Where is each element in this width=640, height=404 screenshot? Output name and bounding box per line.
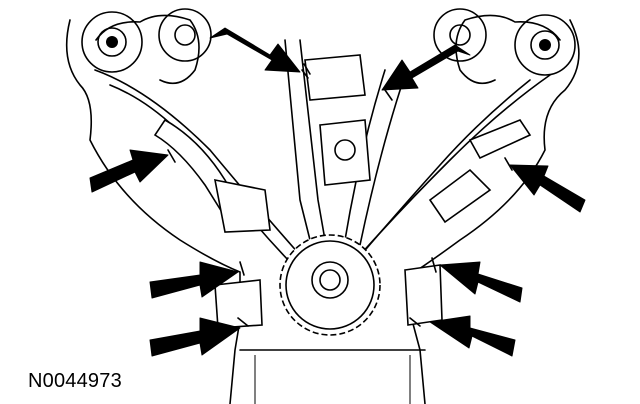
arrow-lower-right-bolt-2 (429, 315, 516, 357)
upper-center-sprocket-left (158, 8, 212, 62)
left-timing-chain (94, 39, 326, 263)
right-chain-guide (428, 119, 532, 224)
figure-reference-code: N0044973 (28, 370, 122, 392)
bolt-markers (167, 63, 513, 327)
left-chain-guide (153, 118, 271, 233)
left-cam-sprocket (81, 11, 143, 73)
engine-housing (65, 14, 580, 404)
arrow-upper-right-guide-bolt (381, 44, 471, 91)
right-cam-sprocket (514, 14, 576, 76)
upper-center-sprocket-right (433, 8, 487, 62)
center-tensioner (304, 54, 371, 186)
arrow-upper-left-guide-bolt (209, 27, 301, 73)
arrow-lower-right-bolt-1 (439, 261, 523, 303)
arrow-right-guide-bolt (509, 164, 586, 213)
arrow-lower-left-bolt-1 (149, 261, 239, 299)
arrows (89, 27, 586, 357)
crankshaft-sprocket (279, 234, 381, 336)
arrow-lower-left-bolt-2 (149, 317, 241, 357)
lower-right-bracket (404, 264, 443, 326)
arrow-left-tensioner-bolt (89, 149, 169, 193)
lower-left-bracket (214, 279, 263, 329)
